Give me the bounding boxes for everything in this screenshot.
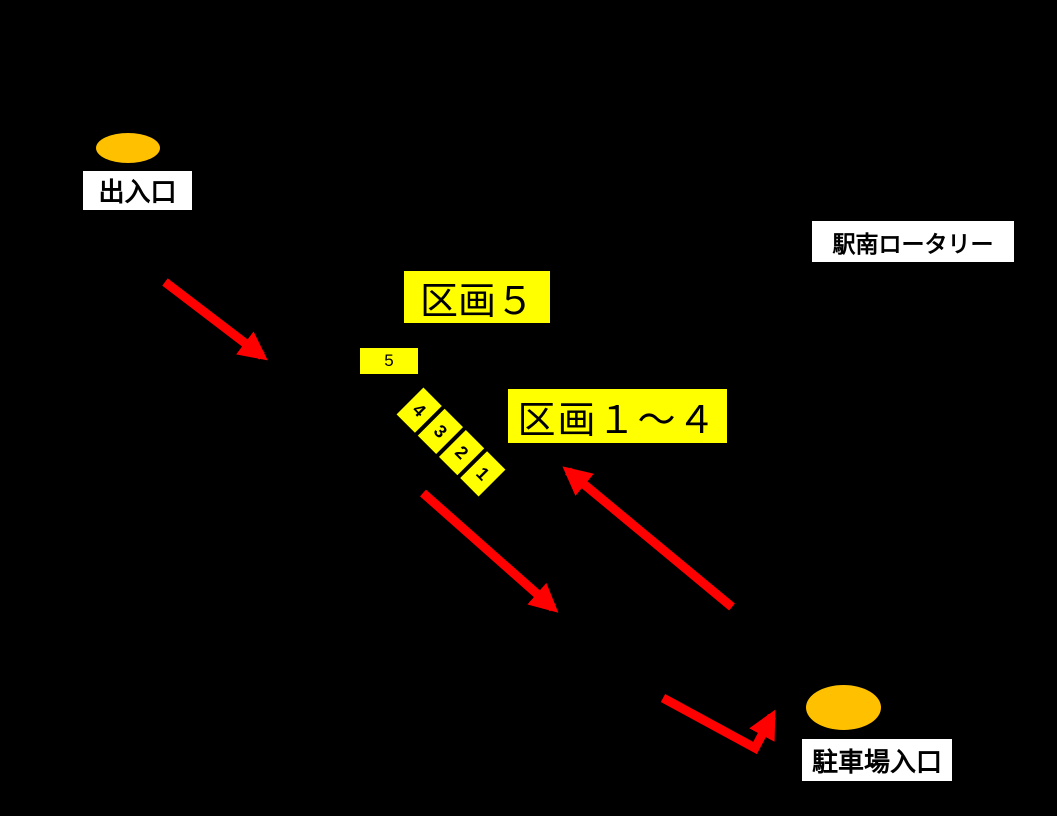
sections-1-4-callout: 区画１～４: [508, 389, 727, 443]
parking-space-4-number: 4: [408, 399, 431, 421]
entrance-label-text: 出入口: [98, 177, 177, 207]
parking-entrance-label: 駐車場入口: [802, 739, 952, 781]
route-arrow-from-entrance: [162, 278, 268, 361]
sections-1-4-callout-text: 区画１～４: [517, 399, 718, 442]
route-arrow-lane-down: [420, 489, 559, 613]
parking-space-5-number: 5: [384, 351, 394, 370]
parking-space-1-number: 1: [472, 462, 494, 485]
route-arrow-lane-up: [562, 466, 735, 611]
station-south-rotary-label-text: 駅南ロータリー: [832, 230, 994, 257]
entrance-label: 出入口: [83, 171, 192, 210]
parking-space-2-number: 2: [451, 441, 473, 463]
parking-space-5: 5: [360, 348, 418, 374]
section-5-callout-text: 区画５: [419, 280, 534, 323]
parking-entrance-label-text: 駐車場入口: [811, 746, 942, 777]
parking-entrance-marker-ellipse: [806, 685, 881, 730]
parking-spaces-1-4-group: 4 3 2 1: [396, 387, 506, 497]
section-5-callout: 区画５: [404, 271, 550, 323]
station-south-rotary-label: 駅南ロータリー: [812, 221, 1014, 262]
entrance-marker-ellipse: [96, 133, 160, 163]
parking-space-3-number: 3: [430, 420, 452, 442]
route-arrow-to-parking-entrance: [660, 694, 776, 755]
